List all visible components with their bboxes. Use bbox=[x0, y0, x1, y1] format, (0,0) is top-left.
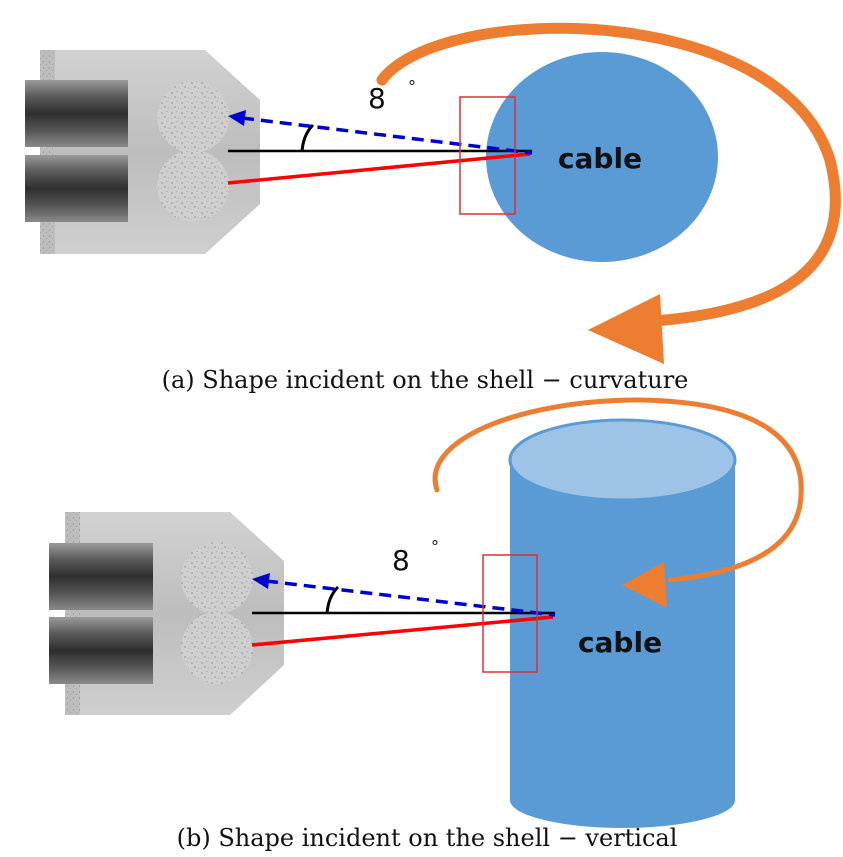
sensor-probe-b bbox=[49, 512, 284, 715]
caption-a: (a) Shape incident on the shell − curvat… bbox=[162, 366, 689, 394]
reflected-arrowhead-a bbox=[228, 110, 246, 126]
angle-value-a: 8 bbox=[368, 82, 386, 115]
cable-cylinder-top bbox=[508, 418, 737, 502]
caption-b: (b) Shape incident on the shell − vertic… bbox=[177, 824, 678, 852]
rotation-arrow-b-back bbox=[432, 397, 804, 508]
rotation-arrowhead-b bbox=[622, 562, 667, 608]
sensor-probe-a bbox=[25, 50, 260, 254]
angle-arc-a bbox=[300, 123, 315, 153]
incident-ray-a bbox=[227, 152, 531, 185]
degree-symbol-a: ° bbox=[408, 77, 416, 96]
degree-symbol-b: ° bbox=[431, 537, 439, 556]
cable-circle bbox=[486, 52, 718, 262]
incidence-box-b bbox=[482, 554, 538, 673]
rotation-arrowhead-a bbox=[588, 294, 664, 364]
incident-ray-b bbox=[251, 615, 554, 647]
panel-a: cable 8 ° (a) Shape incident on the shel… bbox=[25, 22, 841, 394]
reflected-ray-b bbox=[265, 579, 556, 617]
rotation-arrow-a bbox=[376, 22, 841, 328]
reflected-ray-a bbox=[241, 116, 533, 155]
rotation-arrow-b bbox=[667, 502, 803, 583]
cable-label-a: cable bbox=[558, 142, 642, 175]
cable-cylinder-bottom bbox=[510, 772, 735, 828]
cable-cylinder-body bbox=[510, 460, 735, 800]
cable-label-b: cable bbox=[578, 626, 662, 659]
incidence-box-a bbox=[459, 96, 516, 215]
angle-value-b: 8 bbox=[392, 544, 410, 577]
reflected-arrowhead-b bbox=[252, 573, 270, 589]
panel-b: cable 8 ° (b) Shape incident on the shel… bbox=[49, 397, 804, 852]
angle-arc-b bbox=[325, 585, 340, 615]
